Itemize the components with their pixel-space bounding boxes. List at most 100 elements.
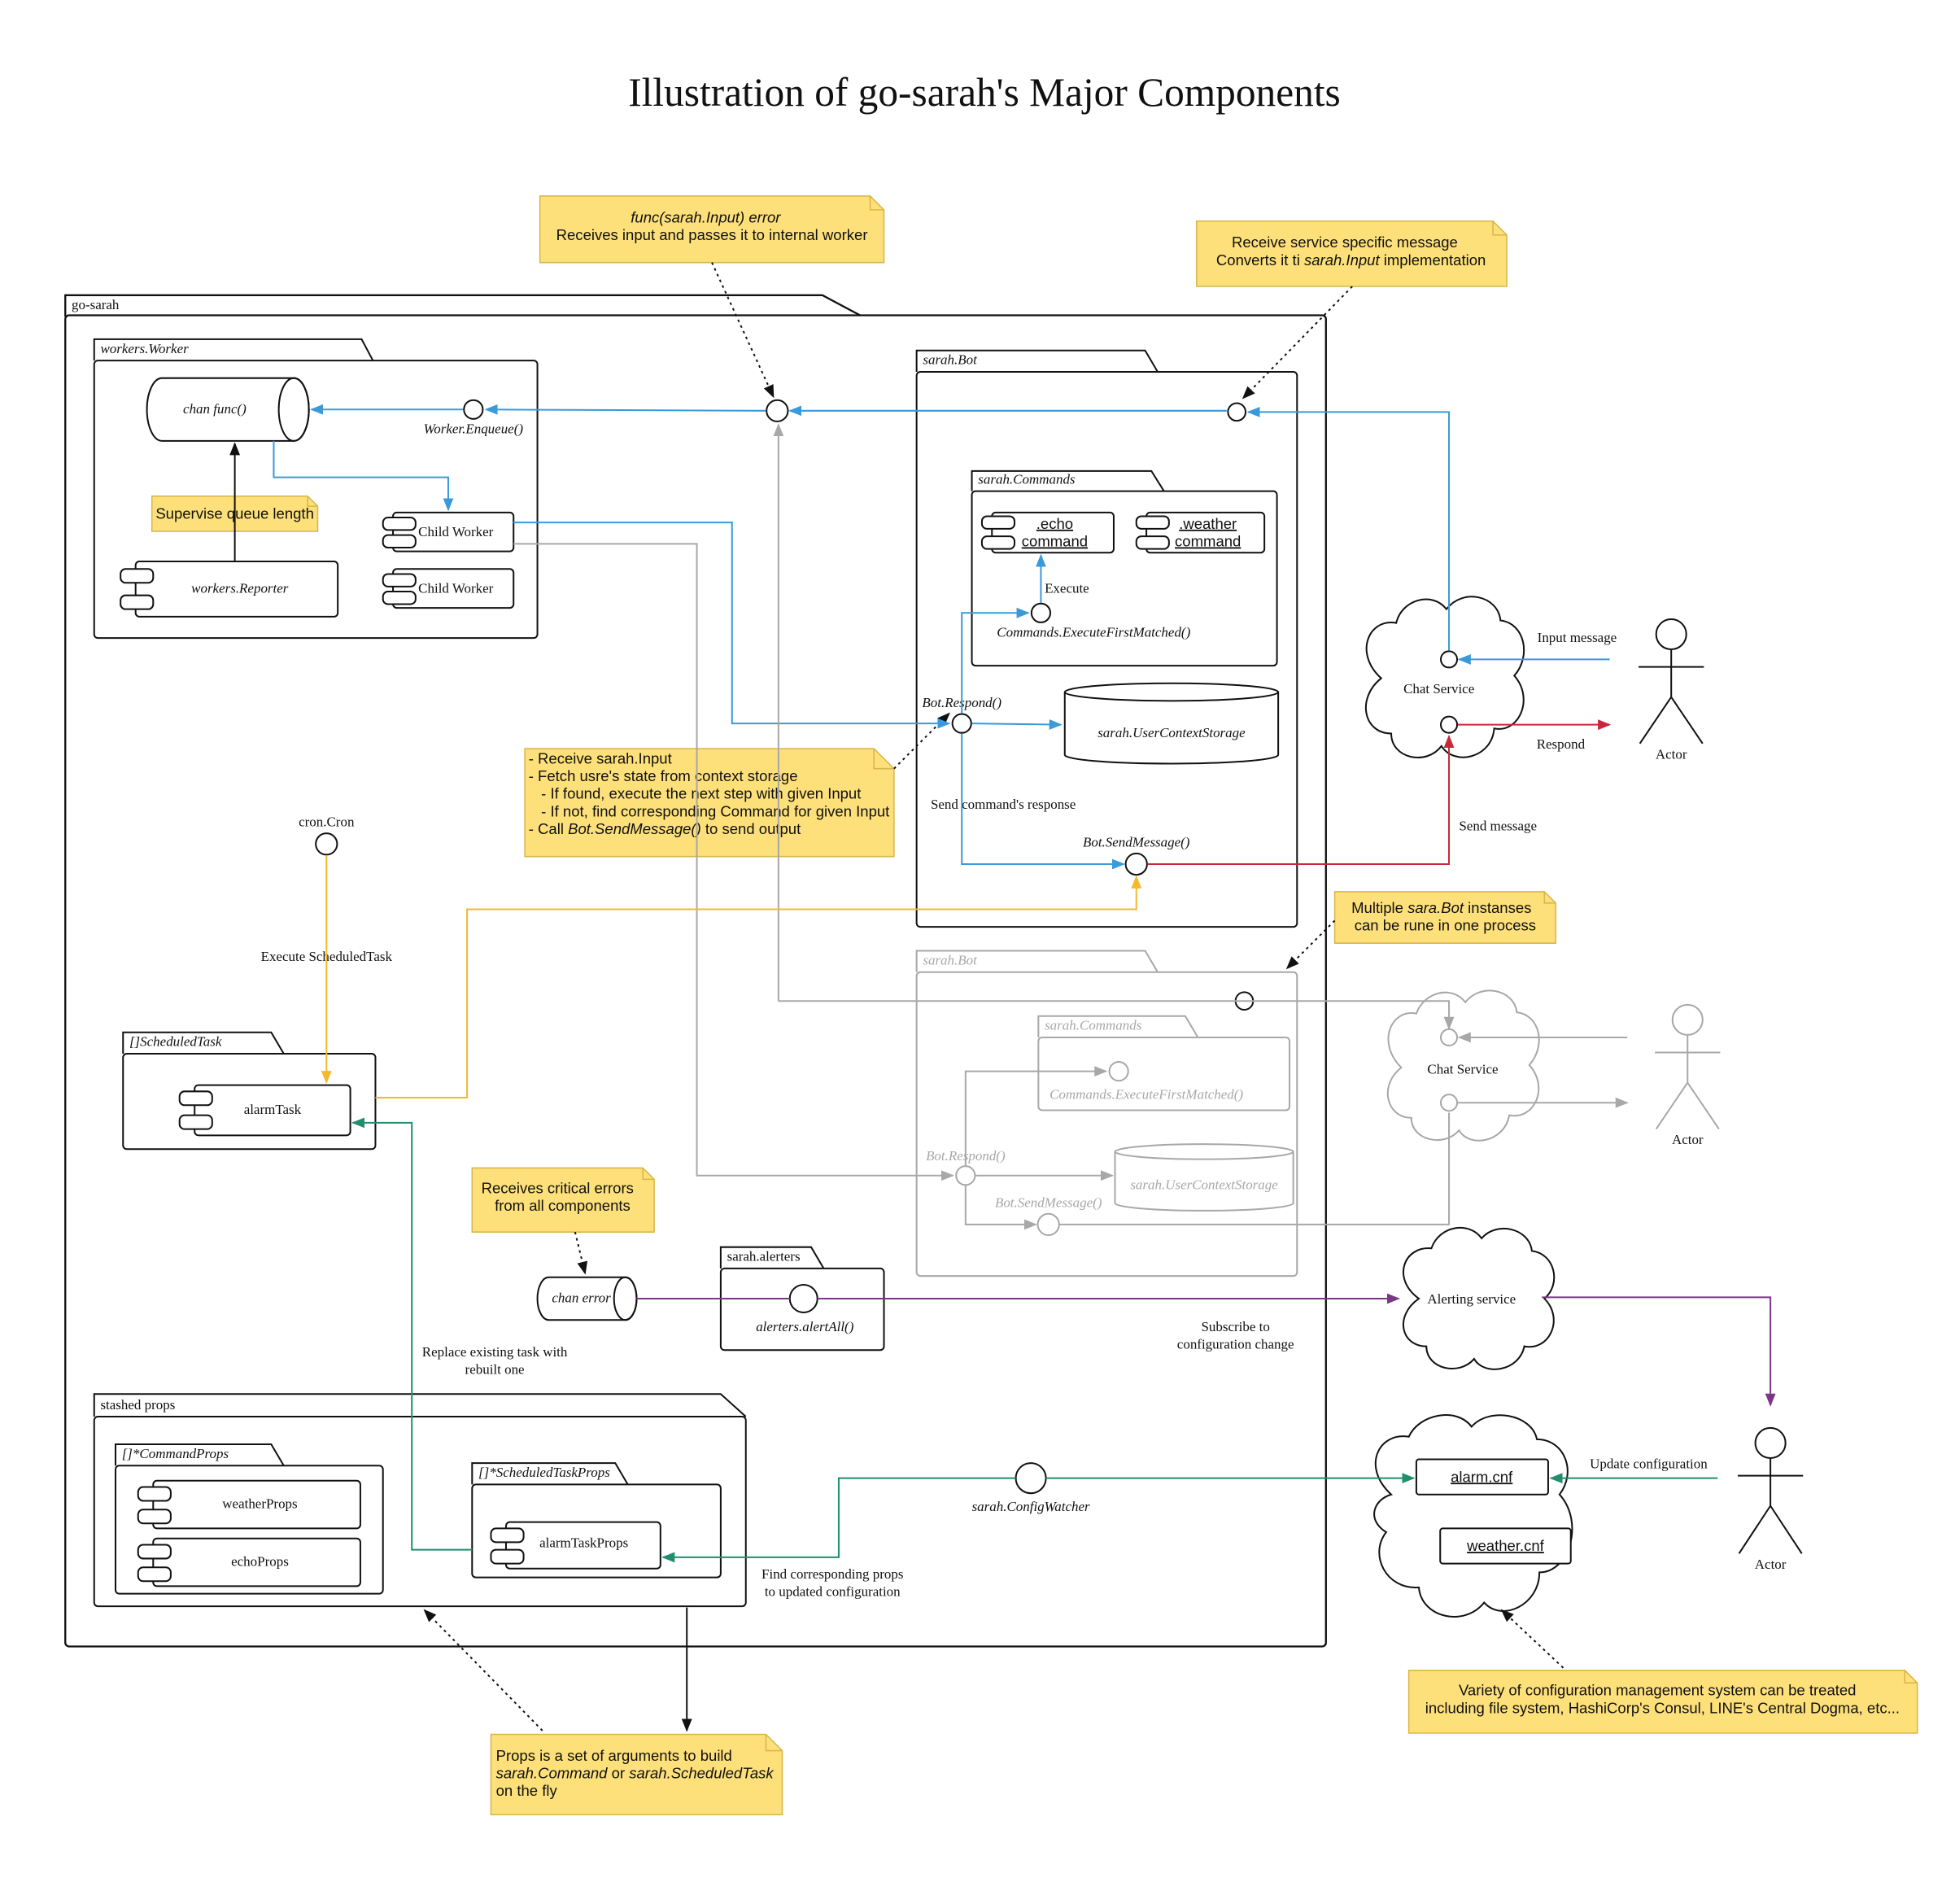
note-props-line3: on the fly: [496, 1782, 558, 1799]
package-scheduled-task: []ScheduledTask: [122, 1031, 377, 1151]
alarm-task-props-label: alarmTaskProps: [539, 1535, 628, 1551]
bot-send-message-label: Bot.SendMessage(): [1083, 834, 1190, 849]
workers-reporter: workers.Reporter: [120, 561, 339, 618]
bot-respond-port: [951, 713, 972, 734]
note-config-line2: including file system, HashiCorp's Consu…: [1425, 1699, 1900, 1716]
echo-command-label-2: command: [1022, 532, 1088, 549]
weather-command: .weather command: [1135, 511, 1266, 554]
package-workers-worker: workers.Worker: [93, 338, 539, 640]
package-scheduled-task-props: []*ScheduledTaskProps: [471, 1462, 722, 1579]
alert-all-port: [788, 1283, 818, 1313]
note-props: Props is a set of arguments to build sar…: [490, 1733, 783, 1816]
echo-command: .echo command: [980, 511, 1115, 554]
input-message-label: Input message: [1538, 630, 1617, 645]
actor-1: [1639, 618, 1704, 745]
send-message-label: Send message: [1459, 818, 1537, 833]
bot-send-message-2-label: Bot.SendMessage(): [995, 1194, 1102, 1210]
package-sarah-bot-label: sarah.Bot: [923, 352, 978, 368]
chat-service-2-input-port: [1439, 1028, 1459, 1046]
package-stashed-props-label: stashed props: [100, 1397, 175, 1413]
note-multi-bot-line1: Multiple sara.Bot instanses: [1351, 899, 1531, 916]
package-command-props-label: []*CommandProps: [122, 1446, 229, 1461]
weather-cnf-label: weather.cnf: [1466, 1537, 1545, 1554]
package-workers-worker-label: workers.Worker: [100, 341, 189, 356]
alerting-service-label: Alerting service: [1427, 1291, 1516, 1307]
note-respond: - Receive sarah.Input - Fetch usre's sta…: [524, 748, 895, 858]
note-service-line2: Converts it ti sarah.Input implementatio…: [1216, 251, 1486, 269]
actor-2-label: Actor: [1672, 1132, 1704, 1147]
chat-service-2-label: Chat Service: [1427, 1062, 1498, 1077]
note-respond-line4: - If not, find corresponding Command for…: [529, 802, 890, 819]
package-sarah-commands: sarah.Commands: [971, 469, 1278, 667]
execute-label: Execute: [1045, 581, 1089, 596]
package-sarah-bot-2: sarah.Bot sarah.Commands Commands.Execut…: [915, 950, 1298, 1277]
package-go-sarah-label: go-sarah: [72, 297, 120, 312]
config-store-cloud: alarm.cnf weather.cnf: [1373, 1414, 1573, 1618]
note-enqueue-line2: Receives input and passes it to internal…: [556, 226, 868, 243]
child-worker-2-label: Child Worker: [418, 581, 493, 596]
chat-service-cloud: Chat Service: [1365, 596, 1525, 758]
chat-service-label: Chat Service: [1403, 681, 1474, 697]
cron-label: cron.Cron: [299, 814, 355, 830]
package-sarah-commands-2-label: sarah.Commands: [1045, 1018, 1142, 1033]
actor-2: [1655, 1003, 1721, 1130]
package-scheduled-task-props-label: []*ScheduledTaskProps: [478, 1465, 610, 1480]
child-worker-2: Child Worker: [382, 568, 515, 609]
note-service: Receive service specific message Convert…: [1196, 220, 1508, 287]
chat-service-output-port: [1439, 715, 1459, 734]
execute-first-matched-label: Commands.ExecuteFirstMatched(): [997, 625, 1190, 640]
execute-first-matched-2-label: Commands.ExecuteFirstMatched(): [1050, 1087, 1243, 1103]
package-sarah-bot: sarah.Bot: [915, 349, 1298, 928]
runner-input-port: [766, 399, 789, 422]
child-worker-1-label: Child Worker: [418, 524, 493, 539]
alert-all-label: alerters.alertAll(): [756, 1319, 854, 1334]
note-config-line1: Variety of configuration management syst…: [1459, 1682, 1857, 1699]
bot-input-port: [1227, 402, 1247, 422]
note-respond-line1: - Receive sarah.Input: [529, 749, 673, 766]
actor-1-label: Actor: [1656, 746, 1687, 762]
package-sarah-commands-label: sarah.Commands: [978, 471, 1076, 487]
execute-first-matched-port: [1030, 602, 1052, 623]
note-respond-line2: - Fetch usre's state from context storag…: [529, 767, 798, 784]
note-critical: Receives critical errors from all compon…: [471, 1167, 655, 1233]
user-context-storage-2-label: sarah.UserContextStorage: [1130, 1177, 1278, 1193]
note-multi-bot-line2: can be rune in one process: [1355, 917, 1536, 934]
subscribe-line1: Subscribe to: [1201, 1319, 1269, 1334]
echo-props: echoProps: [137, 1537, 361, 1587]
note-critical-line2: from all components: [495, 1197, 631, 1214]
weather-props-label: weatherProps: [222, 1496, 297, 1512]
alarm-task: alarmTask: [178, 1084, 351, 1137]
alarm-cnf-label: alarm.cnf: [1451, 1468, 1513, 1485]
note-respond-line5: - Call Bot.SendMessage() to send output: [529, 820, 801, 837]
subscribe-line2: configuration change: [1177, 1337, 1294, 1352]
package-scheduled-task-label: []ScheduledTask: [129, 1034, 222, 1050]
worker-enqueue-port: [463, 399, 484, 420]
actor-3: [1738, 1426, 1804, 1554]
alarm-task-props: alarmTaskProps: [490, 1521, 661, 1570]
bot-send-message-port-2: [1036, 1212, 1060, 1237]
send-commands-response-label: Send command's response: [931, 797, 1076, 812]
echo-props-label: echoProps: [231, 1554, 289, 1570]
chan-func-label: chan func(): [183, 401, 247, 417]
echo-command-label-1: .echo: [1036, 515, 1073, 532]
connectors: [273, 262, 1776, 1732]
weather-cnf-box: [1439, 1527, 1572, 1565]
respond-label: Respond: [1537, 736, 1586, 752]
package-sarah-alerters-label: sarah.alerters: [727, 1249, 801, 1264]
replace-task-line1: Replace existing task with: [422, 1344, 568, 1360]
chat-service-cloud-2: Chat Service: [1387, 989, 1540, 1142]
worker-enqueue-label: Worker.Enqueue(): [424, 421, 524, 437]
user-context-storage-label: sarah.UserContextStorage: [1098, 725, 1246, 740]
alerting-service-cloud: Alerting service: [1403, 1226, 1556, 1370]
package-sarah-bot-2-label: sarah.Bot: [923, 952, 978, 967]
weather-command-label-1: .weather: [1179, 515, 1237, 532]
actor-3-label: Actor: [1755, 1557, 1787, 1572]
weather-command-label-2: command: [1175, 532, 1241, 549]
alarm-task-label: alarmTask: [244, 1102, 302, 1117]
package-command-props: []*CommandProps: [114, 1443, 384, 1595]
note-props-line2: sarah.Command or sarah.ScheduledTask: [496, 1765, 775, 1782]
find-props-line1: Find corresponding props: [761, 1566, 903, 1582]
replace-task-line2: rebuilt one: [465, 1362, 525, 1378]
note-multi-bot: Multiple sara.Bot instanses can be rune …: [1333, 891, 1556, 944]
